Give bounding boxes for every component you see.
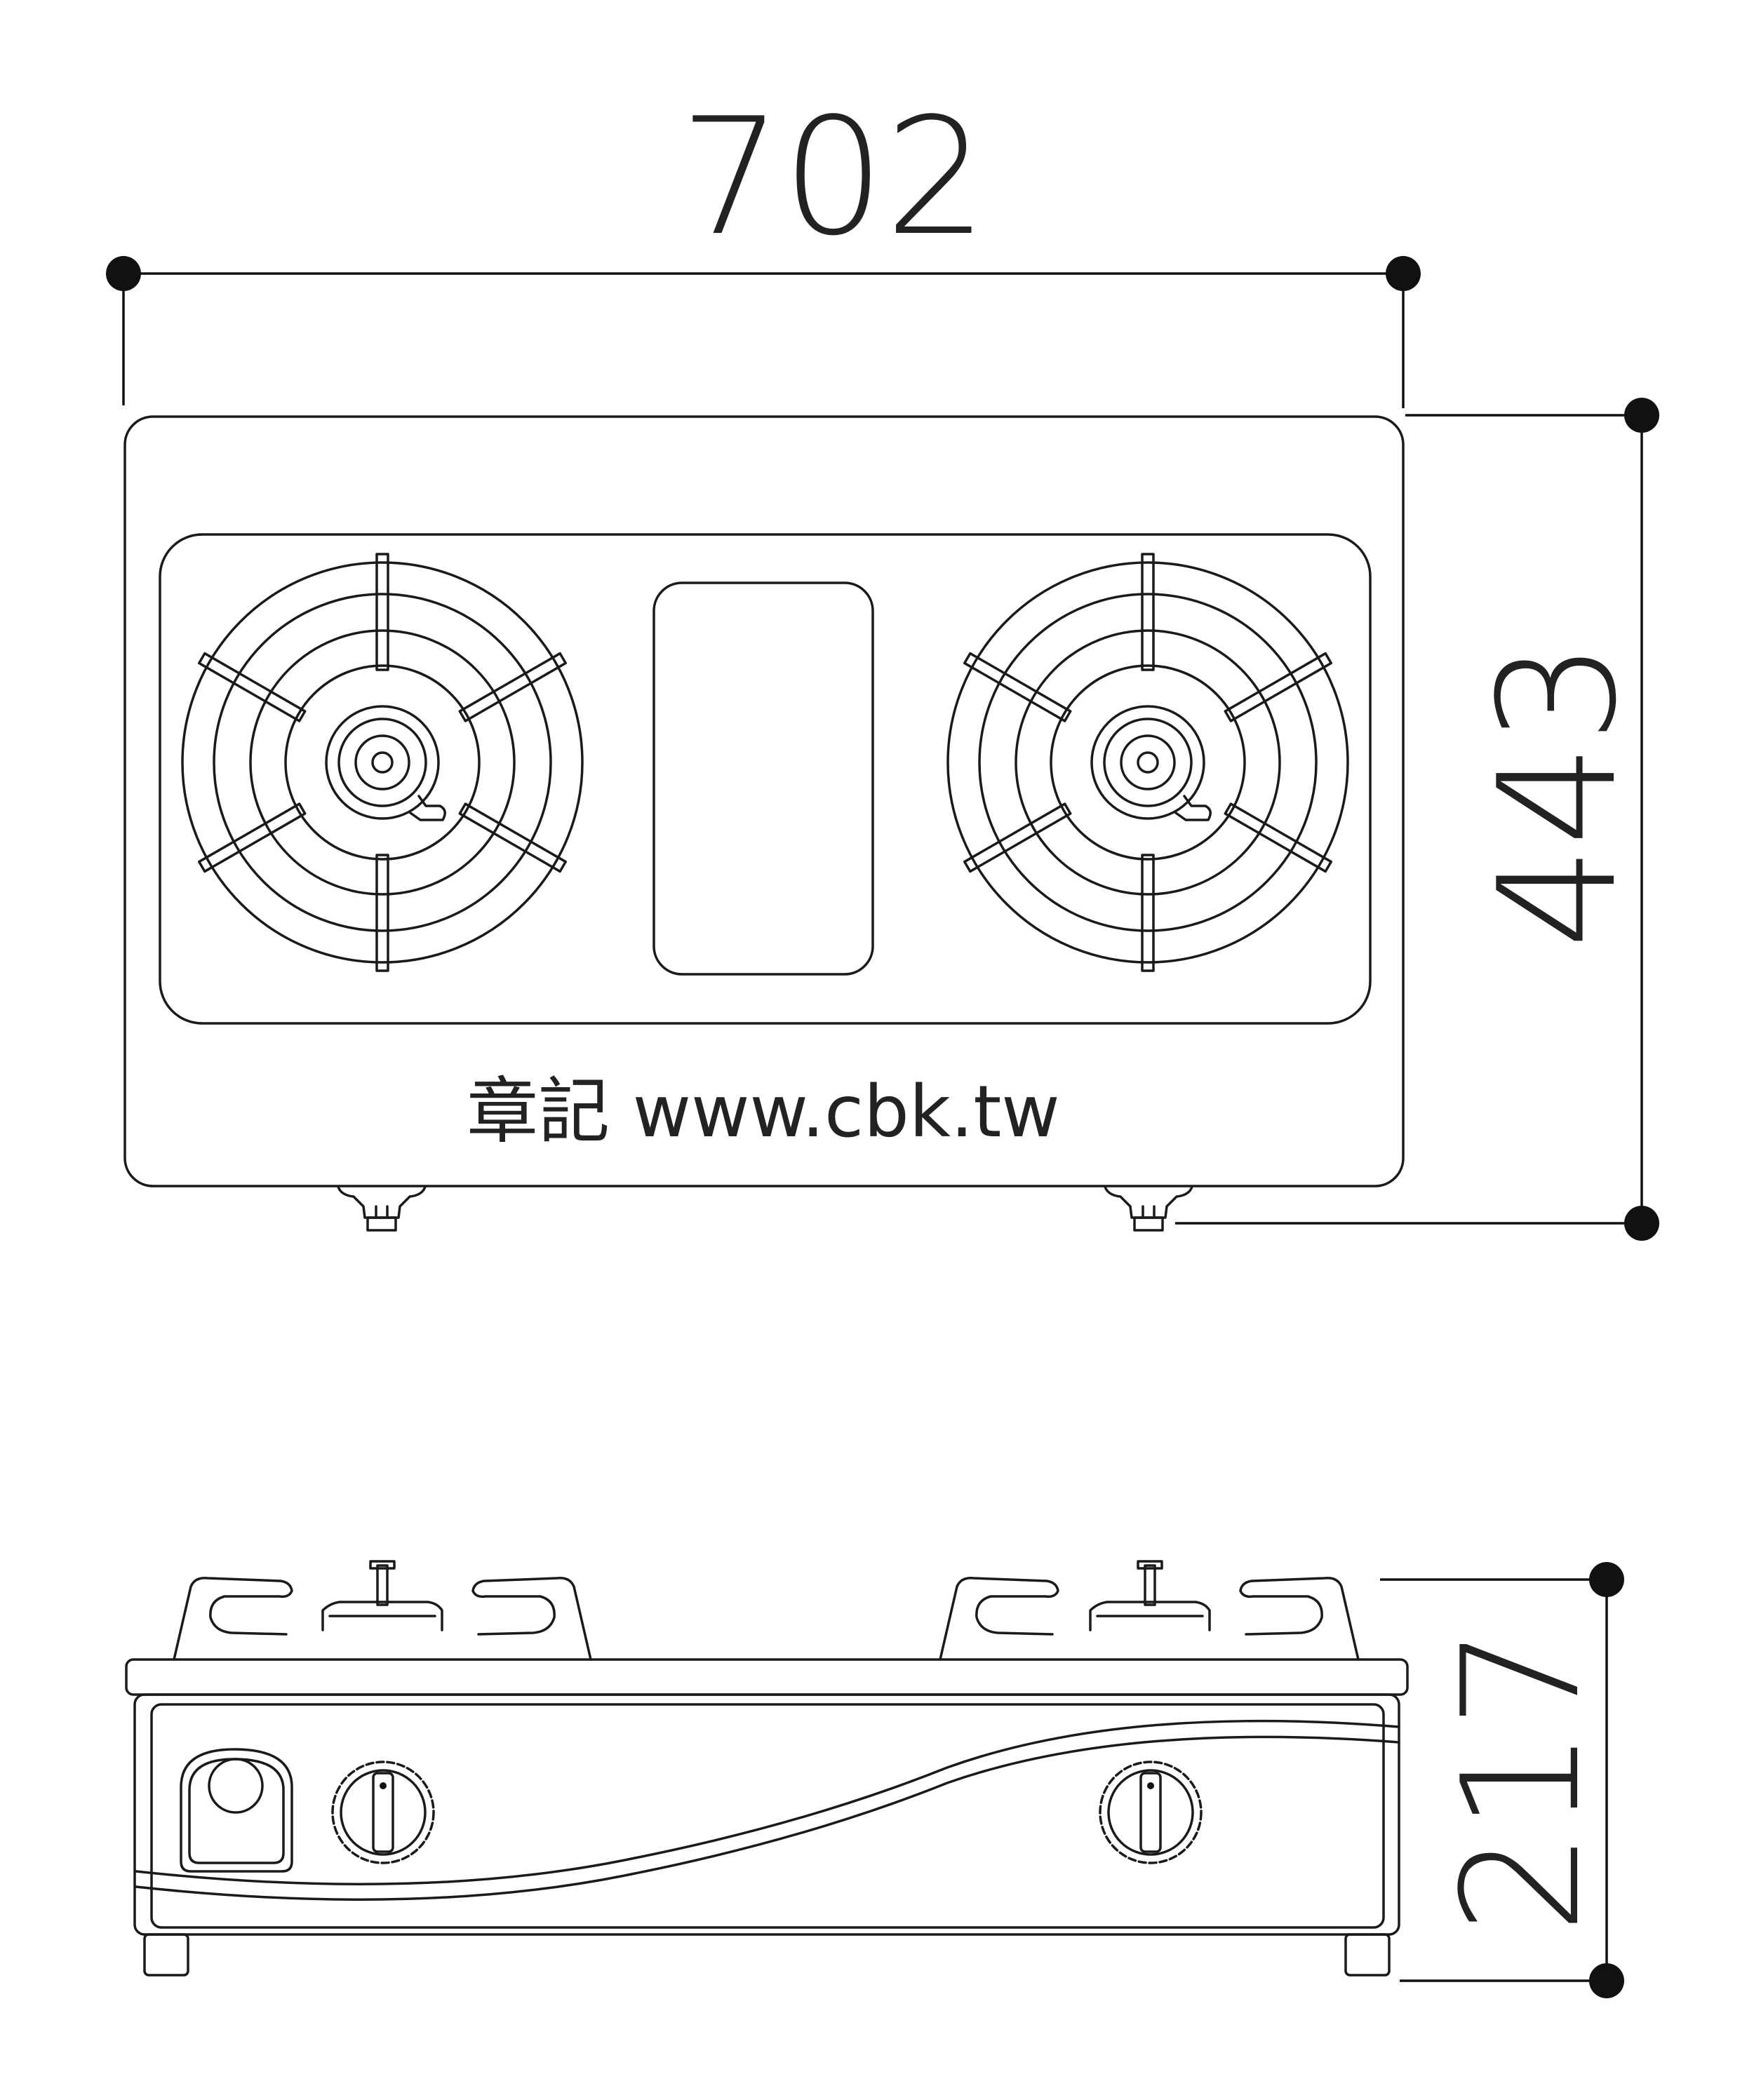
front-body	[133, 1693, 1400, 1936]
front-panel	[150, 1703, 1385, 1929]
control-knob-right	[1099, 1761, 1203, 1864]
foot-left	[143, 1933, 189, 1977]
depth-dimension: 443	[1175, 398, 1659, 1241]
front-wave-line-inner	[135, 1735, 1400, 1902]
width-dimension-label: 702	[680, 84, 988, 271]
pan-support-arms	[198, 553, 567, 972]
front-wave-line	[135, 1719, 1400, 1886]
gas-inlet-left	[337, 1185, 427, 1232]
top-plate	[125, 1658, 1409, 1696]
burner-tray	[159, 533, 1372, 1025]
depth-dimension-label: 443	[1465, 641, 1652, 949]
burner-right	[946, 553, 1349, 972]
top-view: 702 443	[106, 84, 1659, 1241]
front-pan-supports-left	[173, 1560, 592, 1661]
width-dimension: 702	[106, 84, 1421, 408]
igniter-button	[180, 1748, 293, 1873]
gas-inlet-right	[1104, 1185, 1193, 1232]
pan-support-arms	[963, 553, 1332, 972]
front-pan-supports-right	[939, 1560, 1360, 1661]
height-dimension-label: 217	[1428, 1627, 1616, 1934]
stove-body-outline	[123, 415, 1405, 1187]
control-knob-left	[331, 1761, 435, 1864]
height-dimension: 217	[1380, 1562, 1624, 1998]
brand-watermark: 章記 www.cbk.tw	[467, 1070, 1059, 1154]
foot-right	[1344, 1933, 1391, 1977]
burner-left	[181, 553, 584, 972]
center-panel	[652, 581, 874, 976]
front-view: 217	[125, 1560, 1624, 1998]
